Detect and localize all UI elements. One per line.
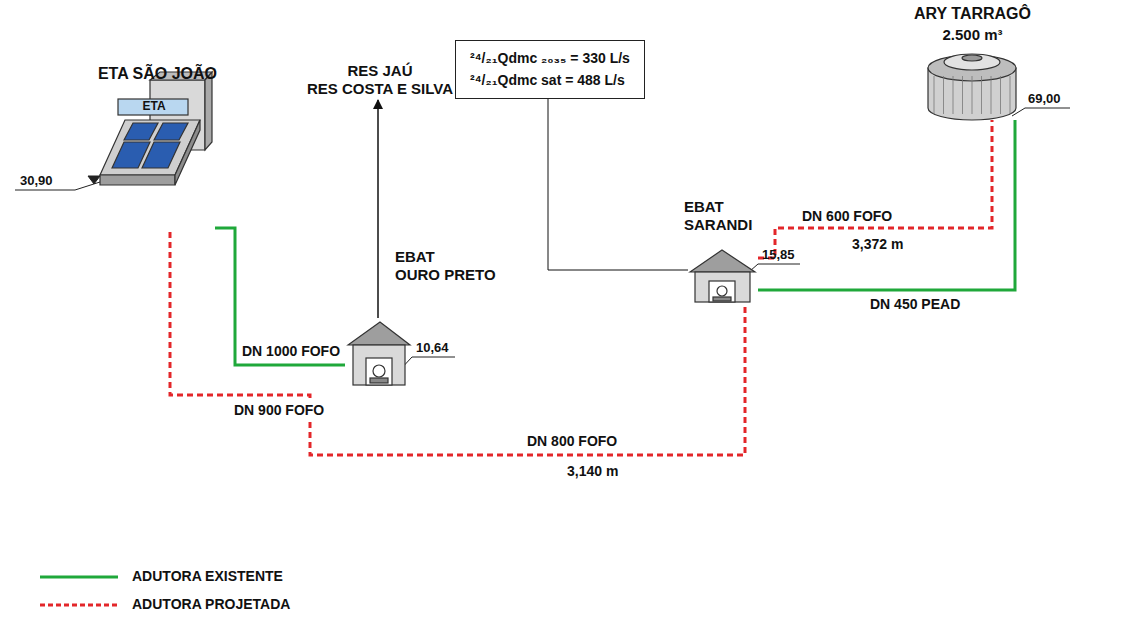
planned-pipeline (758, 120, 992, 258)
pump-station: EBATOURO PRETO (345, 318, 413, 388)
reservoir-tank (944, 54, 1000, 70)
treatment-plant: ETA SÃO JOÃOETA (100, 92, 215, 232)
pump-house (695, 272, 750, 302)
reservoir-tank (928, 54, 1016, 120)
pump-house (353, 345, 405, 385)
elevation-label: 69,00 (1028, 91, 1061, 106)
node-text: ARY TARRAGÔ (895, 4, 1050, 23)
planned-pipeline (170, 232, 745, 455)
pipe-label: 3,372 m (850, 236, 905, 252)
eta-building (205, 72, 212, 150)
pump-house (717, 286, 727, 296)
elevation-mark (758, 264, 800, 265)
tank-rib (991, 76, 992, 114)
legend-sample (40, 577, 118, 605)
pipe-label: DN 600 FOFO (800, 208, 894, 224)
reservoir-tank (934, 76, 1010, 114)
eta-building (124, 123, 158, 140)
pipe-label: DN 450 PEAD (868, 296, 962, 312)
reservoir: ARY TARRAGÔ2.500 m³ (925, 52, 1020, 120)
legend-text: ADUTORA PROJETADA (132, 596, 290, 612)
tank-rib (953, 76, 954, 114)
legend-sample (40, 576, 118, 579)
node-text: ETA SÃO JOÃO (90, 64, 225, 83)
elevation-mark (1025, 108, 1070, 109)
pump-house (370, 378, 388, 383)
pump-house (690, 250, 755, 272)
node-text: EBATSARANDI (684, 198, 764, 234)
flow-box: ²⁴/₂₁Qdmc ₂₀₃₅ = 330 L/s²⁴/₂₁Qdmc sat = … (455, 40, 645, 99)
elevation-label: 15,85 (762, 247, 795, 262)
eta-building (100, 120, 200, 175)
pump-house (713, 297, 731, 301)
supply-arrow (377, 100, 379, 318)
elevation-mark (15, 190, 75, 191)
pump-house (366, 358, 392, 385)
eta-building (154, 123, 188, 140)
pump-station: EBATSARANDI (688, 248, 758, 303)
pipe-label: DN 1000 FOFO (240, 343, 342, 359)
node-text: 2.500 m³ (915, 26, 1030, 44)
elevation-mark (88, 176, 100, 184)
pump-house (373, 365, 385, 377)
destination-label: RES JAÚRES COSTA E SILVA (295, 62, 465, 98)
leader-line (548, 99, 688, 270)
elevation-mark (15, 108, 1070, 372)
legend-text: ADUTORA EXISTENTE (132, 568, 283, 584)
elevation-label: 30,90 (20, 173, 53, 188)
eta-building (100, 72, 212, 185)
pipe-label: DN 800 FOFO (525, 433, 619, 449)
elevation-mark (412, 357, 455, 358)
pump-house (690, 250, 755, 302)
tank-rib (972, 76, 973, 114)
node-text: RES COSTA E SILVA (295, 80, 465, 98)
node-text: EBATOURO PRETO (395, 248, 505, 284)
pump-house (348, 322, 410, 345)
eta-building (142, 142, 180, 168)
elevation-label: 10,64 (416, 340, 449, 355)
tank-rib (943, 76, 944, 114)
tank-rib (962, 76, 963, 114)
node-text: RES JAÚ (295, 62, 465, 80)
eta-building (118, 99, 188, 115)
pipe-label: 3,140 m (565, 463, 620, 479)
node-text: ETA (124, 99, 184, 113)
eta-building (100, 175, 175, 185)
existing-pipeline (215, 228, 345, 365)
pump-house (709, 281, 735, 302)
legend-sample (40, 604, 118, 607)
tank-rib (1000, 76, 1001, 114)
node-text: ²⁴/₂₁Qdmc sat = 488 L/s (470, 69, 630, 91)
pump-house (348, 322, 410, 385)
pipe-label: DN 900 FOFO (232, 402, 326, 418)
reservoir-tank (962, 55, 982, 61)
elevation-mark (75, 182, 100, 190)
existing-pipeline (758, 120, 1015, 290)
tank-rib (934, 76, 935, 114)
tank-rib (981, 76, 982, 114)
node-text: ²⁴/₂₁Qdmc ₂₀₃₅ = 330 L/s (470, 47, 630, 69)
tank-rib (1010, 76, 1011, 114)
